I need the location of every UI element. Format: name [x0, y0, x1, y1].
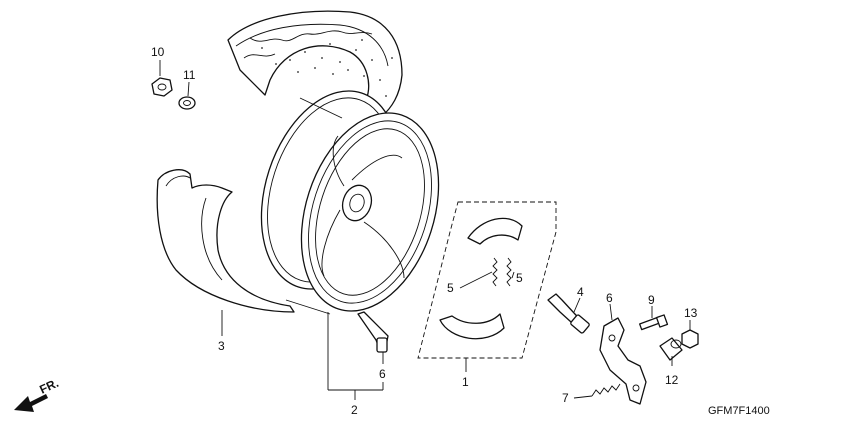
brake-kit-box — [417, 201, 557, 359]
nut-10 — [151, 77, 173, 97]
callout-12: 12 — [665, 373, 679, 387]
front-arrow-icon — [14, 394, 48, 412]
callout-2: 2 — [351, 403, 358, 417]
tire — [227, 10, 403, 119]
front-marker: FR. — [37, 376, 60, 397]
brake-arm-6 — [599, 317, 647, 405]
callout-1: 1 — [462, 375, 469, 389]
callout-7: 7 — [562, 391, 569, 405]
nut-13 — [681, 329, 699, 349]
wheel-rim — [260, 90, 440, 315]
bolt-9 — [638, 314, 669, 331]
leader-lines — [159, 60, 691, 400]
washer-11 — [178, 96, 196, 110]
valve-8 — [357, 311, 389, 353]
callout-9: 9 — [648, 293, 655, 307]
callout-5b: 5 — [516, 271, 523, 285]
callout-8: 6 — [379, 367, 386, 381]
callout-10: 10 — [151, 45, 165, 59]
callout-5a: 5 — [447, 281, 454, 295]
callout-labels: 10 11 3 2 6 1 5 5 4 6 7 9 12 13 — [151, 45, 698, 417]
brake-cam-4 — [547, 293, 590, 334]
callout-11: 11 — [183, 68, 196, 82]
joint-12 — [659, 337, 683, 361]
diagram-code: GFM7F1400 — [708, 405, 770, 417]
tire-half — [156, 169, 295, 313]
callout-4: 4 — [577, 285, 584, 299]
callout-6: 6 — [606, 291, 613, 305]
callout-13: 13 — [684, 306, 698, 320]
callout-3: 3 — [218, 339, 225, 353]
spring-7 — [591, 383, 621, 397]
